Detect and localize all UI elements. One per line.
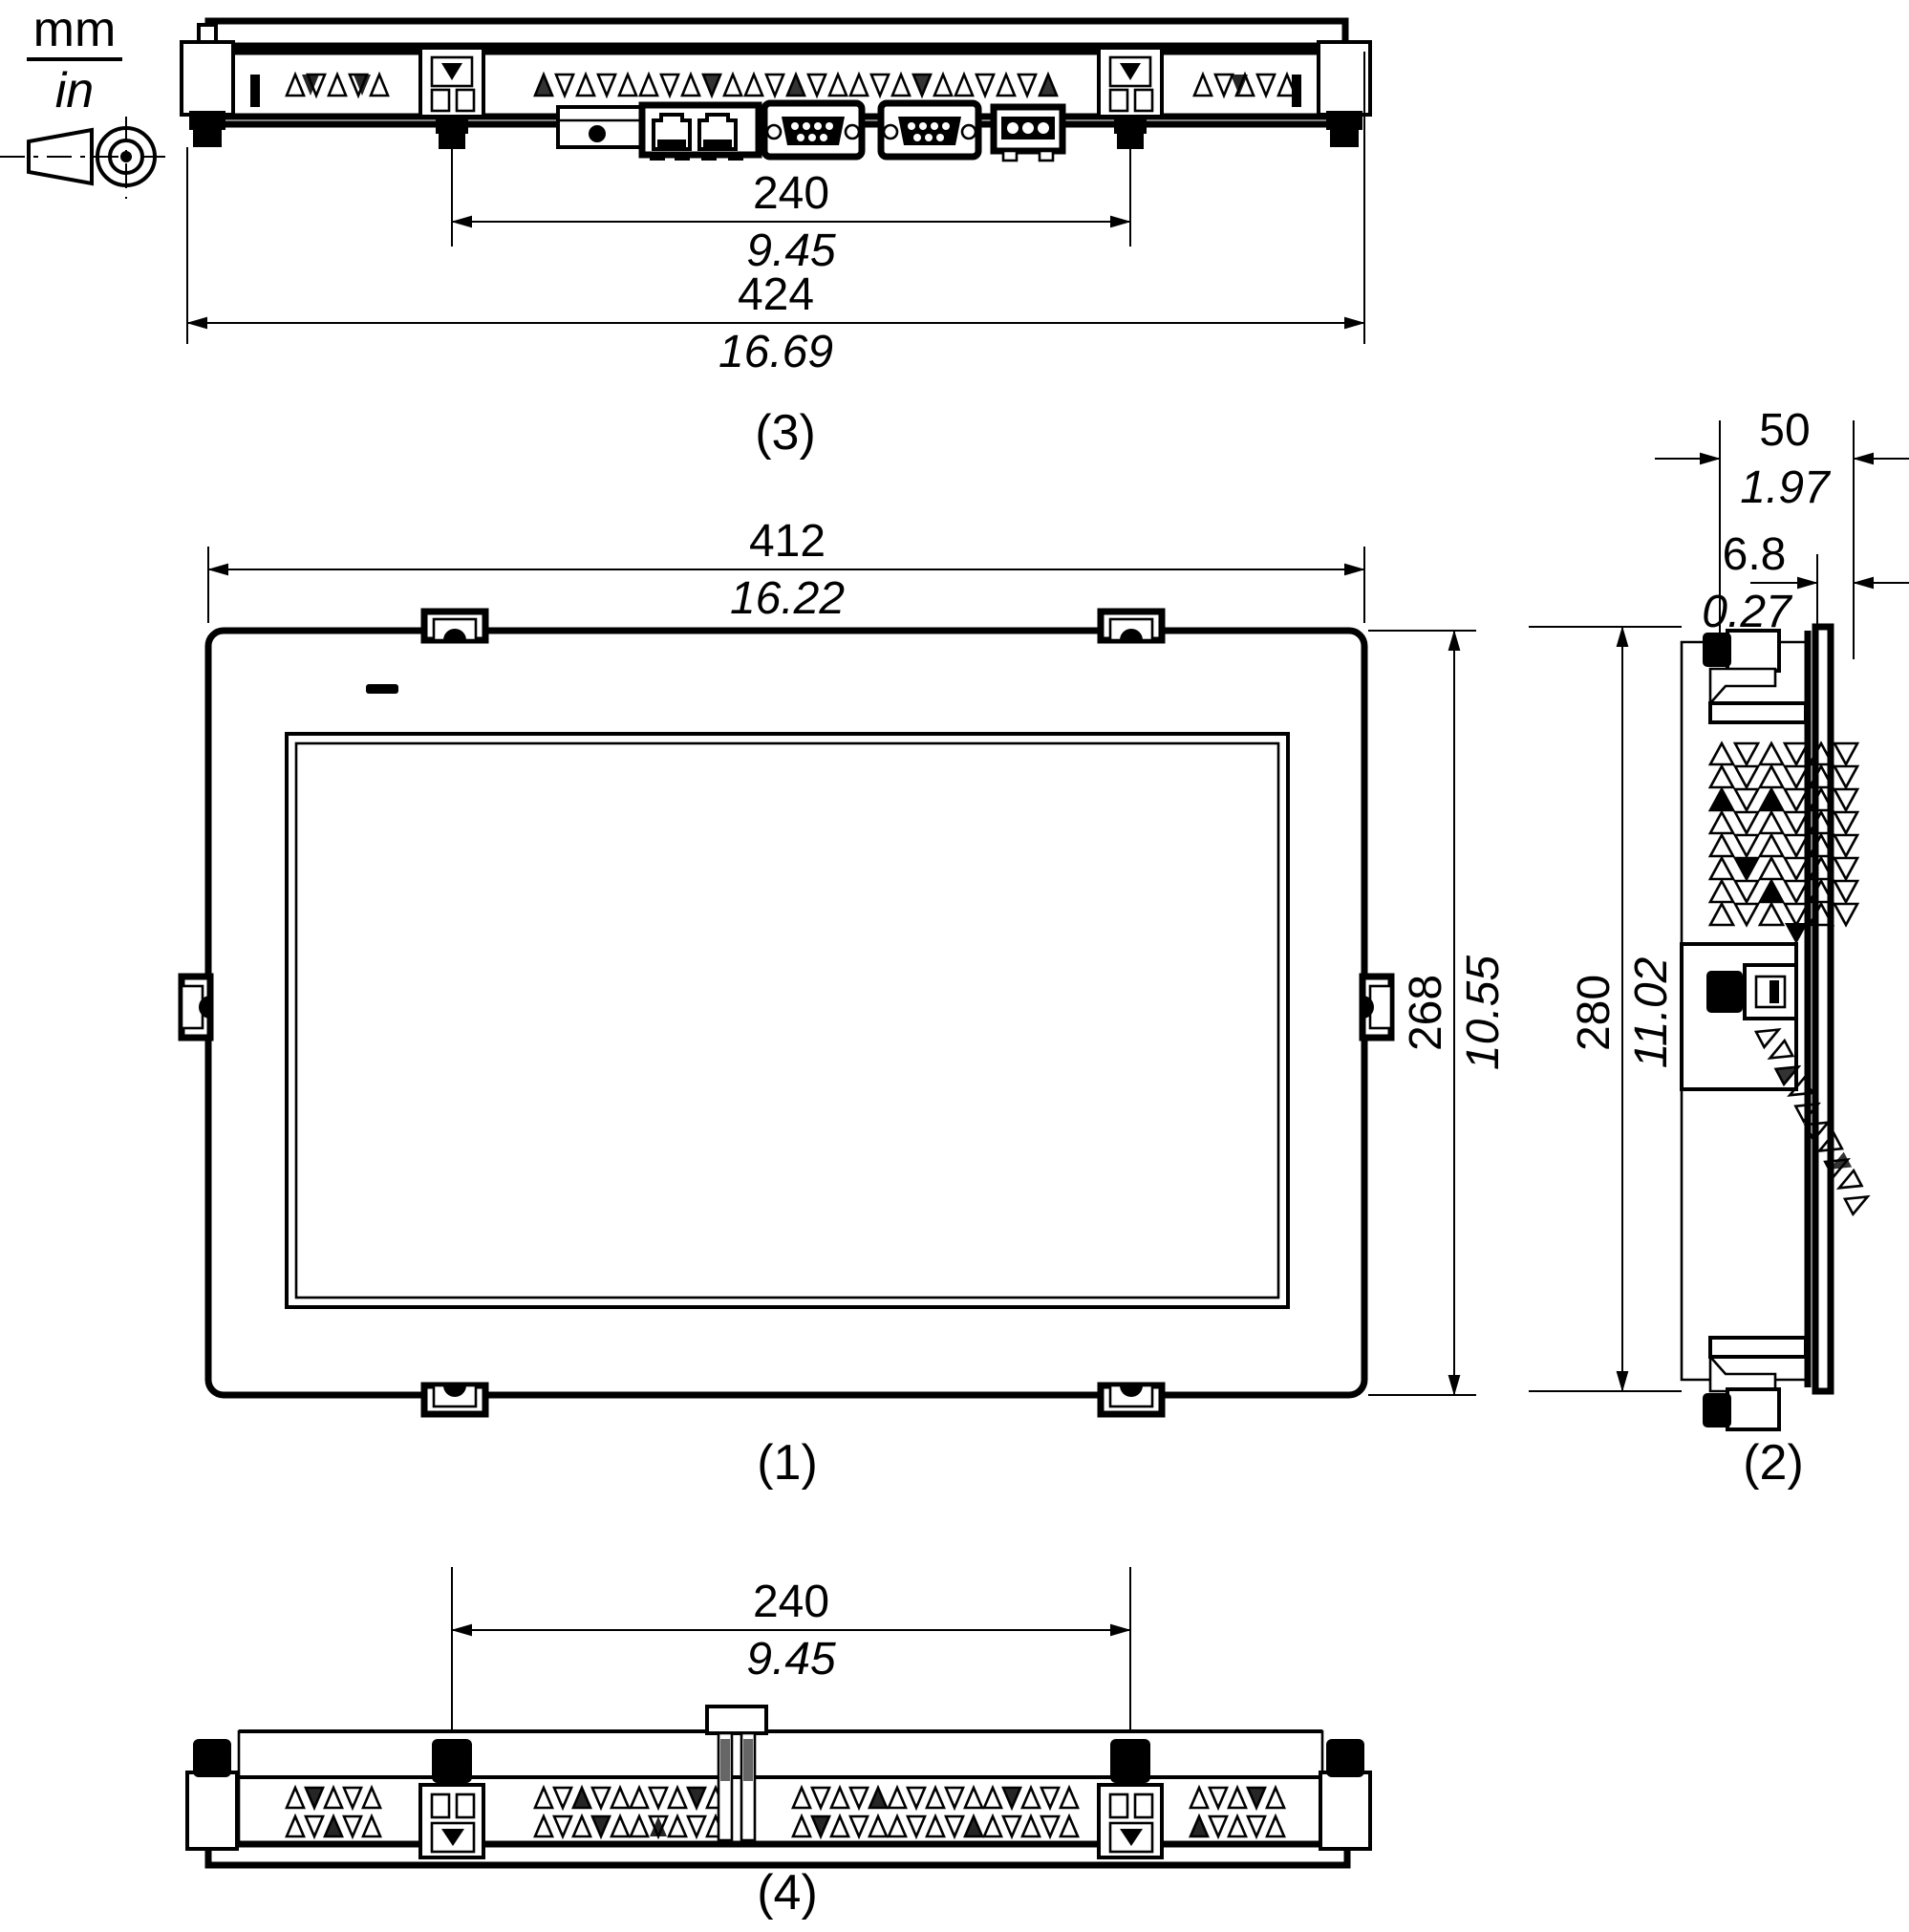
serial-db9-port-2 <box>877 99 982 161</box>
mounting-clamp-bottom-right <box>1097 1739 1164 1859</box>
mounting-clamp-front-left <box>178 973 214 1041</box>
dim-side-depth-in: 1.97 <box>1740 462 1832 513</box>
view-bottom: 240 9.45 <box>185 1567 1372 1921</box>
side-front-bezel-plate <box>1812 623 1834 1395</box>
dim-front-height-mm: 268 <box>1401 975 1451 1051</box>
view-top: 240 9.45 424 16.69 (3) <box>180 17 1372 461</box>
mounting-clamp-bottom-right-outer <box>1319 1739 1372 1851</box>
dim-top-overall-width-in: 16.69 <box>719 327 833 377</box>
center-latch <box>705 1705 768 1842</box>
usb-port <box>556 105 650 149</box>
unit-mm-label: mm <box>33 2 117 57</box>
power-terminal <box>990 103 1066 162</box>
mounting-clamp-top-right <box>1097 46 1164 149</box>
dim-front-height-in: 10.55 <box>1458 955 1509 1070</box>
ethernet-port-group <box>638 101 762 161</box>
ventilation-triangles-bottom-mid-right <box>791 1786 1080 1838</box>
dim-top-overall-width-mm: 424 <box>738 269 814 320</box>
ventilation-triangles-side-lower <box>1754 1020 1874 1216</box>
status-led <box>366 684 398 694</box>
view-label-side: (2) <box>1743 1435 1804 1491</box>
mounting-clamp-top-right-outer <box>1317 40 1372 147</box>
mounting-clamp-side-middle <box>1680 942 1798 1091</box>
view-side: 50 1.97 6.8 0.27 <box>1529 405 1909 1491</box>
dim-side-height-in: 11.02 <box>1626 957 1677 1069</box>
ventilation-mesh-side <box>1708 741 1859 944</box>
front-bezel-outer <box>204 627 1368 1399</box>
body-tab <box>250 75 260 107</box>
mounting-clamp-front-bottom-left <box>420 1382 489 1418</box>
ventilation-triangles-bottom-left <box>285 1786 382 1838</box>
mounting-clamp-bottom-left-outer <box>185 1739 239 1851</box>
ventilation-triangles-top-right <box>1192 73 1298 97</box>
dim-bottom-clamp-spacing-mm: 240 <box>753 1577 829 1627</box>
view-front: 412 16.22 <box>178 516 1509 1491</box>
mounting-clamp-front-right <box>1359 973 1395 1041</box>
touch-screen-active-area <box>294 741 1280 1299</box>
ventilation-triangles-bottom-mid-left <box>533 1786 726 1838</box>
dim-bottom-clamp-spacing-in: 9.45 <box>746 1634 836 1685</box>
ethernet-port-2 <box>697 113 738 151</box>
dim-side-depth-mm: 50 <box>1759 405 1810 456</box>
units-symbol-group: mm in <box>27 2 122 118</box>
dim-top-clamp-spacing-in: 9.45 <box>746 225 836 276</box>
ventilation-triangles-top-main <box>533 73 1059 97</box>
mounting-clamp-side-top <box>1703 629 1808 724</box>
dim-side-height-mm: 280 <box>1569 975 1619 1051</box>
view-label-front: (1) <box>757 1435 818 1491</box>
ventilation-triangles-bottom-right <box>1189 1786 1286 1838</box>
mounting-clamp-front-bottom-right <box>1097 1382 1166 1418</box>
ventilation-triangles-top-left <box>285 73 390 97</box>
mounting-clamp-front-top-left <box>420 608 489 644</box>
dim-side-bezel-depth-mm: 6.8 <box>1723 529 1787 580</box>
ethernet-port-1 <box>652 113 692 151</box>
first-angle-projection-icon <box>0 117 167 199</box>
serial-db9-port-1 <box>761 99 866 161</box>
unit-in-label: in <box>55 63 94 118</box>
body-tab-right <box>1292 75 1301 107</box>
mounting-clamp-top-left-outer <box>180 40 235 147</box>
mounting-clamp-front-top-right <box>1097 608 1166 644</box>
mounting-clamp-side-bottom <box>1703 1336 1808 1431</box>
dim-top-clamp-spacing-mm: 240 <box>753 168 829 219</box>
mounting-clamp-bottom-left <box>418 1739 485 1859</box>
dim-front-width-mm: 412 <box>749 516 826 567</box>
view-label-top: (3) <box>755 405 816 461</box>
dim-front-width-in: 16.22 <box>730 573 845 624</box>
touch-screen-bezel <box>285 732 1290 1309</box>
connector-row-top <box>556 99 1066 162</box>
mounting-clamp-top-left <box>418 46 485 149</box>
view-label-bottom: (4) <box>757 1865 818 1921</box>
